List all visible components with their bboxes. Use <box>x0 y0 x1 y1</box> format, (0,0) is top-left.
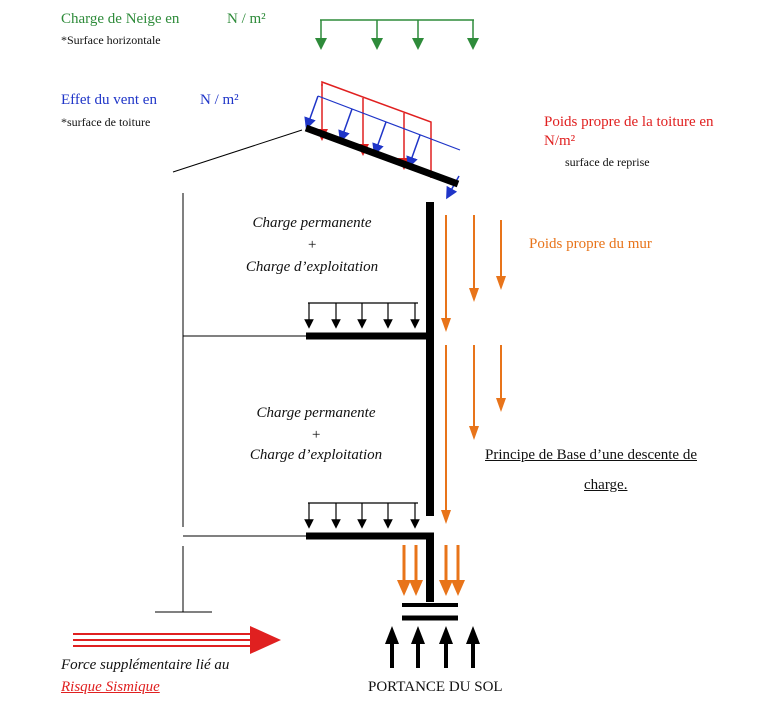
seismic-label-line2: Risque Sismique <box>61 679 160 695</box>
roof-weight-note: surface de reprise <box>565 155 650 169</box>
wind-label: Effet du vent en <box>61 92 157 108</box>
upper-floor-load-arrows <box>304 302 420 329</box>
foundation-load-arrows <box>397 545 465 596</box>
snow-label: Charge de Neige en <box>61 11 180 27</box>
principle-line1: Principe de Base d’une descente de <box>485 447 697 463</box>
upper-floor-line3: Charge d’exploitation <box>245 259 379 275</box>
roof-weight-label-line2: N/m² <box>544 133 576 149</box>
wind-load-arrows <box>304 95 461 200</box>
seismic-force-arrow <box>73 626 281 654</box>
wall-weight-label: Poids propre du mur <box>529 236 652 252</box>
soil-bearing-label: PORTANCE DU SOL <box>368 679 503 695</box>
lower-floor-line2: + <box>310 427 322 443</box>
building-outline <box>155 129 308 613</box>
snow-note: *Surface horizontale <box>61 33 161 47</box>
wall-weight-arrows <box>441 215 506 524</box>
roof-weight-arrows <box>316 80 432 178</box>
snow-unit: N / m² <box>227 11 266 27</box>
upper-floor-line2: + <box>306 237 318 253</box>
lower-floor-line1: Charge permanente <box>256 405 376 421</box>
principle-line2: charge. <box>584 477 628 493</box>
lower-floor-load-arrows <box>304 502 420 529</box>
roof-weight-label-line1: Poids propre de la toiture en <box>544 114 714 130</box>
wind-unit: N / m² <box>200 92 239 108</box>
structure <box>304 124 460 621</box>
wind-note: *surface de toiture <box>61 115 151 129</box>
lower-floor-line3: Charge d’exploitation <box>249 447 383 463</box>
upper-floor-line1: Charge permanente <box>252 215 372 231</box>
seismic-label-line1: Force supplémentaire lié au <box>61 657 230 673</box>
snow-load-arrows <box>315 19 479 50</box>
soil-bearing-arrows <box>385 626 480 668</box>
